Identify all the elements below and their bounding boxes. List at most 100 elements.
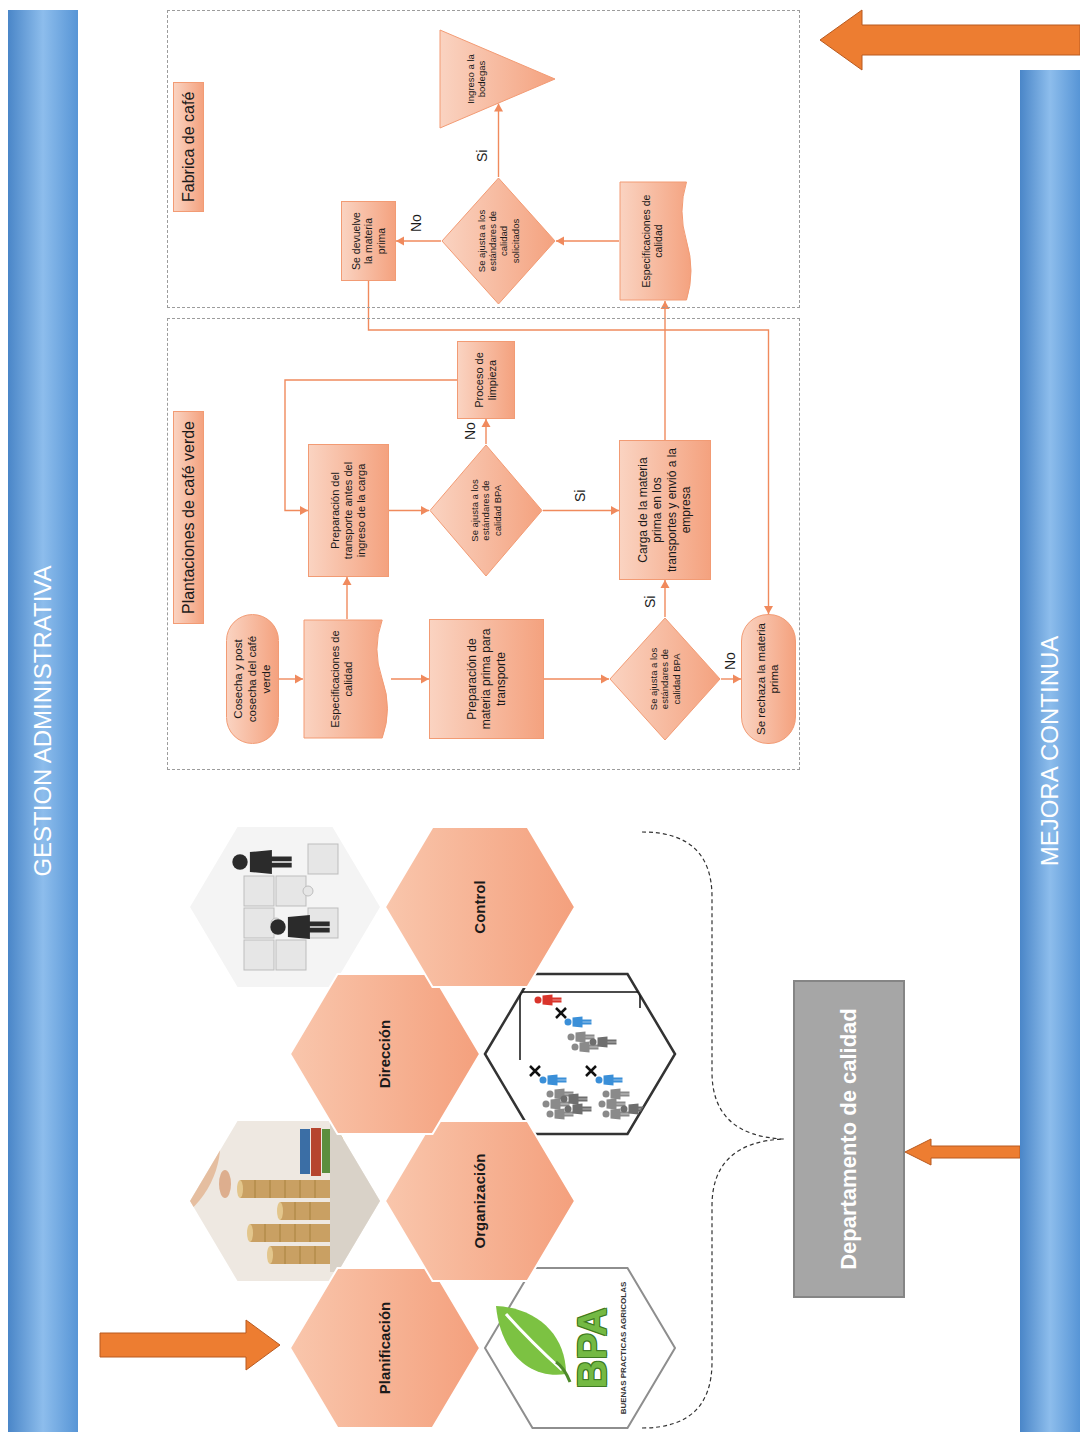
puzzle-photo: [276, 940, 306, 970]
finance-photo: [190, 1121, 380, 1281]
finance-photo: [247, 1224, 253, 1242]
edge-label: Si: [474, 148, 490, 164]
orange-arrow: [820, 10, 1080, 70]
puzzle-photo: [276, 876, 306, 906]
flow-arrow: [279, 675, 303, 684]
bpa-logo: [506, 1314, 562, 1370]
connector-line: [544, 678, 609, 679]
arrow-head: [300, 506, 308, 515]
flow-arrow: [396, 237, 441, 246]
function-hexagon: Dirección: [290, 974, 480, 1134]
puzzle-photo: [303, 886, 313, 896]
team-photo: [621, 1104, 648, 1115]
node-label: Se ajusta a los estándares de calidad BP…: [469, 471, 503, 551]
flow-arrow: [543, 506, 619, 515]
flow-arrow: [544, 675, 609, 684]
finance-photo: [277, 1202, 283, 1220]
bpa-logo: [496, 1306, 566, 1375]
flow-arrow: [389, 506, 429, 515]
orange-arrow: [820, 10, 1080, 70]
team-photo: [596, 1075, 623, 1086]
arrow-head: [661, 580, 670, 588]
plantation-region: Plantaciones de café verdeCosecha y post…: [167, 318, 800, 770]
finance-photo: [330, 1122, 380, 1272]
finance-photo: [280, 1202, 330, 1220]
process-box: Proceso de limpieza: [457, 341, 515, 419]
finance-photo: [311, 1128, 321, 1176]
finance-photo: [300, 1129, 310, 1174]
arrow-head: [611, 506, 619, 515]
puzzle-photo: [232, 850, 291, 874]
arrow-head: [396, 237, 404, 246]
finance-photo: [237, 1180, 243, 1198]
node-label: Se ajusta a los estándares de calidad BP…: [648, 642, 682, 716]
feedback-arrow: [905, 1139, 1020, 1165]
terminator-box: Cosecha y post cosecha del café verde: [226, 614, 279, 744]
finance-photo: [267, 1246, 273, 1264]
team-photo: [520, 992, 648, 1120]
shape-outline: [439, 29, 556, 129]
node-label: Preparación del transporte antes del ing…: [329, 451, 369, 570]
flow-arrow: [661, 301, 670, 440]
arrow-head: [733, 675, 741, 684]
edge-label: No: [462, 420, 478, 442]
footer-band: MEJORA CONTINUA: [1020, 70, 1080, 1432]
document-box: Especificaciones de calidad: [619, 181, 694, 301]
edge-label: No: [722, 650, 738, 672]
title-band: GESTION ADMINISTRATIVA: [8, 10, 78, 1432]
storage-triangle: Ingreso a la bodegas: [439, 29, 556, 129]
connector-line: [556, 240, 619, 241]
team-photo: [530, 1008, 596, 1076]
arrow-head: [421, 506, 429, 515]
finance-photo: [219, 1170, 231, 1198]
team-photo: [603, 1089, 630, 1100]
node-label: GESTION ADMINISTRATIVA: [29, 10, 58, 1432]
node-label: Planificación: [376, 1280, 394, 1416]
bpa-logo: [556, 1362, 570, 1382]
flow-arrow: [556, 237, 619, 246]
team-photo: [485, 974, 675, 1134]
flow-arrow: [391, 675, 429, 684]
orange-arrow: [100, 1320, 280, 1370]
function-hexagon: Organización: [385, 1121, 575, 1281]
puzzle-photo: [244, 940, 274, 970]
flow-arrow: [482, 419, 491, 444]
team-photo: [535, 995, 562, 1006]
node-label: Dirección: [376, 986, 394, 1122]
finance-photo: [250, 1224, 330, 1242]
node-label: Departamento de calidad: [836, 988, 862, 1290]
node-label: Se rechaza la materia prima: [755, 621, 783, 737]
puzzle-photo: [190, 827, 380, 987]
node-label: Proceso de limpieza: [473, 348, 499, 412]
puzzle-photo: [190, 827, 380, 987]
node-label: Ingreso a la bodegas: [465, 49, 488, 109]
edge-label: Si: [572, 488, 588, 504]
puzzle-photo: [244, 908, 274, 938]
arrow-head: [556, 237, 564, 246]
function-hexagon: Control: [385, 827, 575, 987]
node-label: Carga de la materia prima en los transpo…: [636, 447, 694, 573]
connector-line: [369, 281, 769, 614]
finance-photo: [190, 1121, 380, 1281]
arrow-head: [601, 675, 609, 684]
puzzle-photo: [270, 915, 329, 939]
node-label: Especificaciones de calidad: [640, 187, 665, 295]
logo-subtitle: BUENAS PRACTICAS AGRICOLAS: [620, 1273, 629, 1423]
orange-arrow: [100, 1320, 280, 1370]
process-box: Carga de la materia prima en los transpo…: [619, 440, 711, 580]
node-label: Se devuelve la materia prima: [350, 208, 388, 274]
process-box: Se devuelve la materia prima: [341, 201, 396, 281]
team-photo: [561, 1094, 588, 1105]
team-photo: [485, 974, 675, 1134]
flow-arrow: [369, 281, 774, 614]
decision-diamond: Se ajusta a los estándares de calidad BP…: [429, 444, 543, 577]
arrow-head: [343, 577, 352, 585]
edge-label: No: [408, 212, 424, 234]
connector-line: [664, 301, 665, 440]
team-photo: [590, 1037, 617, 1048]
region-title: Fabrica de café: [173, 82, 204, 212]
team-photo: [520, 992, 640, 1060]
decision-diamond: Se ajusta a los estándares de calidad BP…: [609, 617, 721, 741]
